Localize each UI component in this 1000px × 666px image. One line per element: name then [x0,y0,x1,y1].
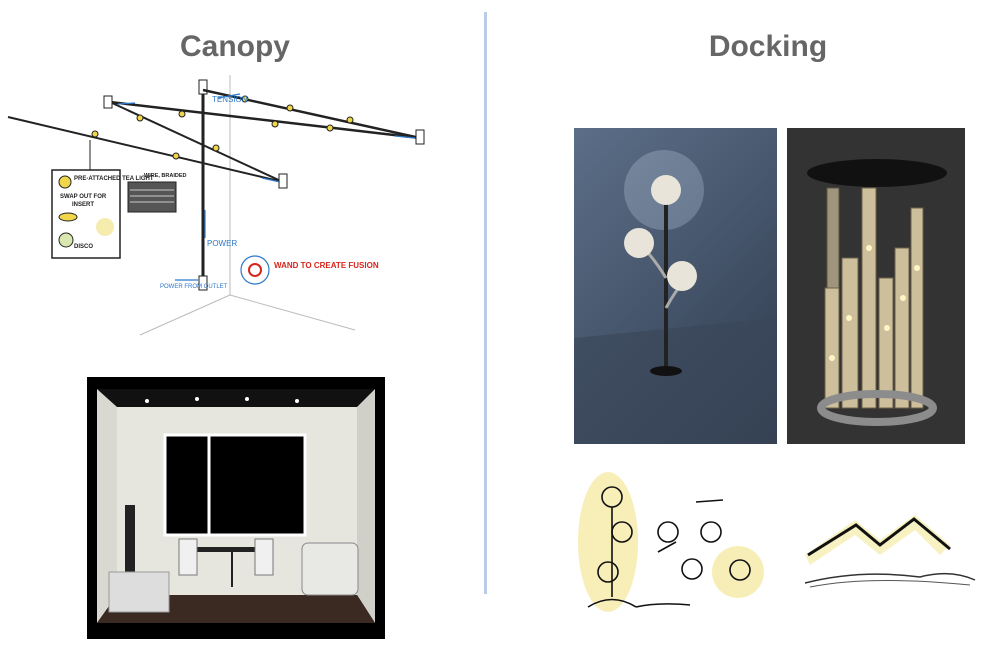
section-divider [484,12,487,594]
tea-light-label: PRE-ATTACHED TEA LIGHT [74,176,154,182]
wire-braided-label: WIRE, BRAIDED [144,173,187,179]
power-outlet-label: POWER FROM OUTLET [160,284,228,290]
tubes-render [787,128,965,444]
docking-title: Docking [708,30,828,63]
room-render [87,377,385,639]
zigzag-sketch [800,505,980,605]
swap-label: SWAP OUT FOR [60,194,107,200]
canopy-title: Canopy [179,30,290,63]
canopy-sketch: TENSION POWER POWER FROM OUTLET WAND TO … [0,70,440,340]
power-label: POWER [207,239,237,248]
floor-lamp-render [574,128,777,444]
lamp-sketches [578,462,788,622]
disco-label: DISCO [74,244,93,250]
insert-label: INSERT [72,202,94,208]
wand-label: WAND TO CREATE FUSION [274,261,379,270]
tension-label: TENSION [212,95,248,104]
